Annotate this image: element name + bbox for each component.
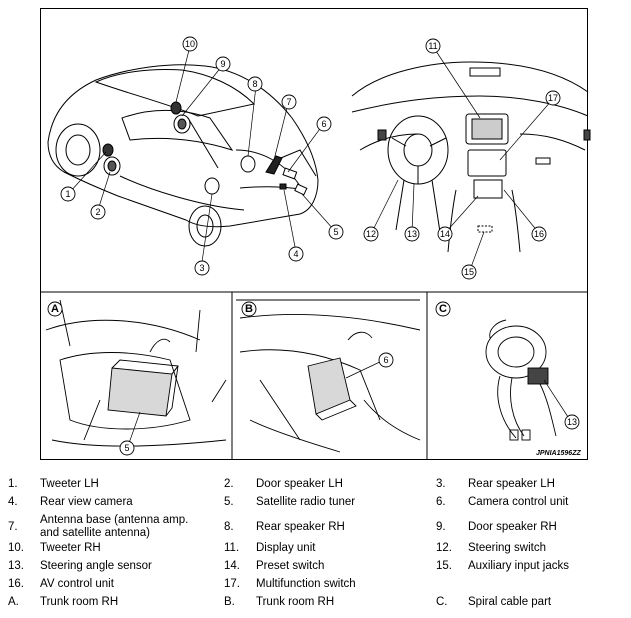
panel-tag-circle-c <box>435 301 451 317</box>
callout-6: 6 <box>321 119 326 129</box>
callout-12: 12 <box>366 229 376 239</box>
callout-15: 15 <box>464 267 474 277</box>
callout-13: 13 <box>407 229 417 239</box>
callout-circle-c-13 <box>564 414 580 430</box>
callout-circle-12 <box>363 226 379 242</box>
callout-2: 2 <box>95 207 100 217</box>
car-components <box>102 101 308 196</box>
callout-17: 17 <box>548 93 558 103</box>
callout-circle-b-6 <box>378 352 394 368</box>
diagram-frame <box>40 8 588 460</box>
panel-tag-circle-b <box>241 301 257 317</box>
callout-circle-8 <box>247 76 263 92</box>
component-location-diagram: 1 2 3 4 5 6 7 8 9 10 11 12 13 14 15 16 1… <box>40 36 591 460</box>
dashboard-illustration <box>351 61 591 253</box>
callout-a-5: 5 <box>124 443 129 453</box>
rear-view-camera-mark <box>279 183 287 190</box>
panel-c-illustration <box>485 319 557 441</box>
camera-control-unit-mark <box>282 167 298 180</box>
callout-circle-4 <box>288 246 304 262</box>
callout-circle-9 <box>215 56 231 72</box>
panel-tag-b: B <box>245 303 253 315</box>
callout-1: 1 <box>65 189 70 199</box>
callout-7: 7 <box>286 97 291 107</box>
panel-b-illustration <box>236 299 421 453</box>
callout-circle-11 <box>425 38 441 54</box>
callout-circle-17 <box>545 90 561 106</box>
satellite-radio-tuner-mark <box>294 183 308 196</box>
callout-circle-16 <box>531 226 547 242</box>
callout-9: 9 <box>220 59 225 69</box>
callout-11: 11 <box>428 41 437 51</box>
callout-circle-5 <box>328 224 344 240</box>
callout-14: 14 <box>440 229 450 239</box>
callout-circle-15 <box>461 264 477 280</box>
callout-circle-3 <box>194 260 210 276</box>
callout-markers <box>47 36 580 456</box>
panel-tag-c: C <box>439 303 447 315</box>
panel-a-illustration <box>45 299 227 447</box>
callout-circle-1 <box>60 186 76 202</box>
car-illustration <box>47 64 319 247</box>
callout-3: 3 <box>199 263 204 273</box>
callout-circle-a-5 <box>119 440 135 456</box>
callout-leaders <box>69 45 571 447</box>
callout-circle-13 <box>404 226 420 242</box>
panel-tag-a: A <box>51 303 59 315</box>
callout-circle-2 <box>90 204 106 220</box>
callout-circle-10 <box>182 36 198 52</box>
tweeter-lh-mark <box>102 143 114 157</box>
callout-circle-6 <box>316 116 332 132</box>
callout-numbers: 1 2 3 4 5 6 7 8 9 10 11 12 13 14 15 16 1… <box>51 39 577 453</box>
panel-tag-circle-a <box>47 301 63 317</box>
callout-16: 16 <box>534 229 544 239</box>
callout-circle-7 <box>281 94 297 110</box>
antenna-base-mark <box>265 155 283 175</box>
callout-c-13: 13 <box>567 417 577 427</box>
callout-circle-14 <box>437 226 453 242</box>
rear-speaker-rh-mark <box>240 155 256 173</box>
callout-4: 4 <box>293 249 298 259</box>
callout-10: 10 <box>185 39 195 49</box>
rear-speaker-lh-mark <box>204 177 220 195</box>
tweeter-rh-mark <box>170 101 182 115</box>
callout-8: 8 <box>252 79 257 89</box>
image-code: JPNIA1596ZZ <box>536 450 581 457</box>
callout-b-6: 6 <box>383 355 388 365</box>
callout-5: 5 <box>333 227 338 237</box>
